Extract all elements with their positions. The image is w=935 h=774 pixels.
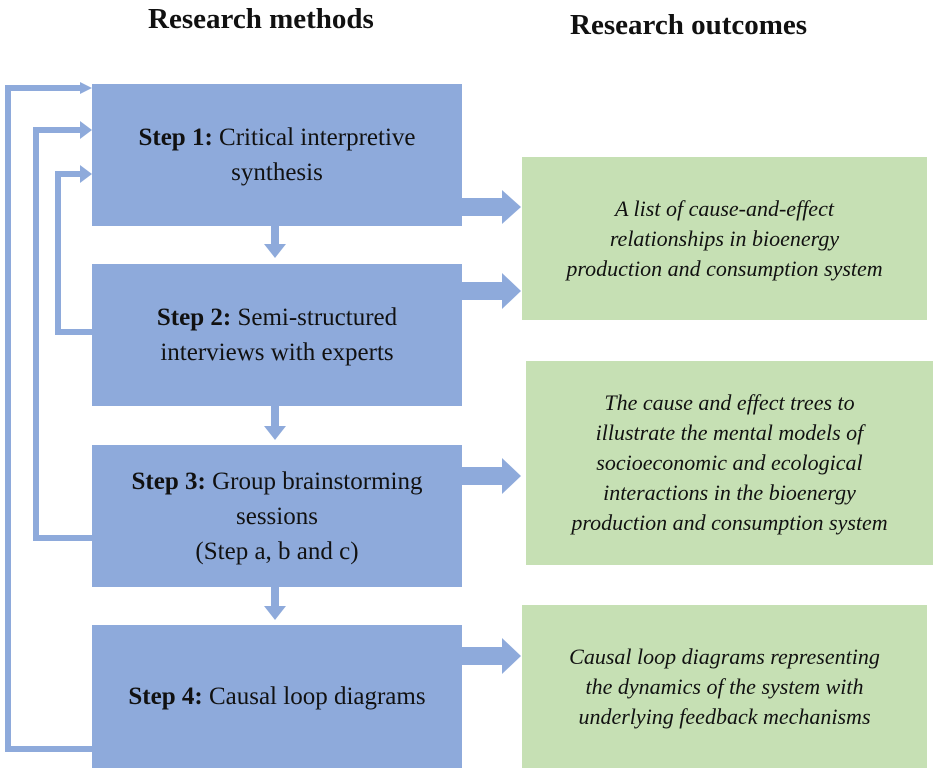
- down-arrow-3-4: [264, 587, 286, 620]
- outcome-1-line: A list of cause-and-effect: [615, 195, 834, 221]
- step-4-box: Step 4: Causal loop diagrams: [92, 625, 462, 768]
- outcome-3-box: Causal loop diagrams representing the dy…: [522, 605, 927, 768]
- step-3-text-line2: sessions: [236, 502, 318, 530]
- step-3-text-line3: (Step a, b and c): [195, 537, 359, 565]
- step-3-label: Step 3:: [131, 467, 206, 495]
- research-methods-heading: Research methods: [148, 3, 374, 35]
- step-4-label: Step 4:: [128, 683, 203, 710]
- step-2-text-line2: interviews with experts: [160, 339, 394, 366]
- step-3-text: Group brainstorming: [212, 467, 423, 495]
- step-2-label: Step 2:: [156, 304, 232, 331]
- step-2-text: Semi-structured: [237, 304, 398, 331]
- outcome-3-line: Causal loop diagrams representing: [569, 643, 880, 669]
- outcome-1-line: production and consumption system: [566, 255, 883, 281]
- outcome-arrow-3: [462, 458, 521, 494]
- outcome-arrow-4: [462, 638, 521, 674]
- outcome-arrow-1: [462, 190, 521, 224]
- step-1-text: Critical interpretive: [219, 124, 416, 151]
- down-arrow-2-3: [264, 406, 286, 440]
- outcome-3-line: the dynamics of the system with: [585, 673, 864, 699]
- down-arrow-1-2: [264, 226, 286, 258]
- feedback-loop-step3: [33, 121, 92, 541]
- outcome-2-line: The cause and effect trees to: [604, 390, 855, 415]
- step-1-box: Step 1: Critical interpretive synthesis: [92, 84, 462, 226]
- outcome-arrow-2: [462, 273, 521, 309]
- outcome-3-line: underlying feedback mechanisms: [578, 703, 871, 729]
- research-outcomes-heading: Research outcomes: [570, 9, 808, 41]
- feedback-loop-step2: [55, 165, 92, 335]
- outcome-2-line: interactions in the bioenergy: [603, 480, 856, 505]
- outcome-2-box: The cause and effect trees to illustrate…: [526, 361, 933, 565]
- step-2-box: Step 2: Semi-structured interviews with …: [92, 264, 462, 406]
- feedback-loop-step4: [5, 82, 92, 752]
- outcome-2-line: socioeconomic and ecological: [596, 450, 863, 475]
- outcome-2-line: illustrate the mental models of: [595, 420, 864, 445]
- step-4-text: Causal loop diagrams: [208, 683, 426, 710]
- outcome-1-box: A list of cause-and-effect relationships…: [522, 157, 927, 320]
- outcome-2-line: production and consumption system: [571, 510, 888, 535]
- step-3-box: Step 3: Group brainstorming sessions (St…: [92, 445, 462, 587]
- step-1-label: Step 1:: [138, 124, 213, 151]
- outcome-1-line: relationships in bioenergy: [609, 225, 840, 251]
- step-1-text-line2: synthesis: [231, 159, 323, 186]
